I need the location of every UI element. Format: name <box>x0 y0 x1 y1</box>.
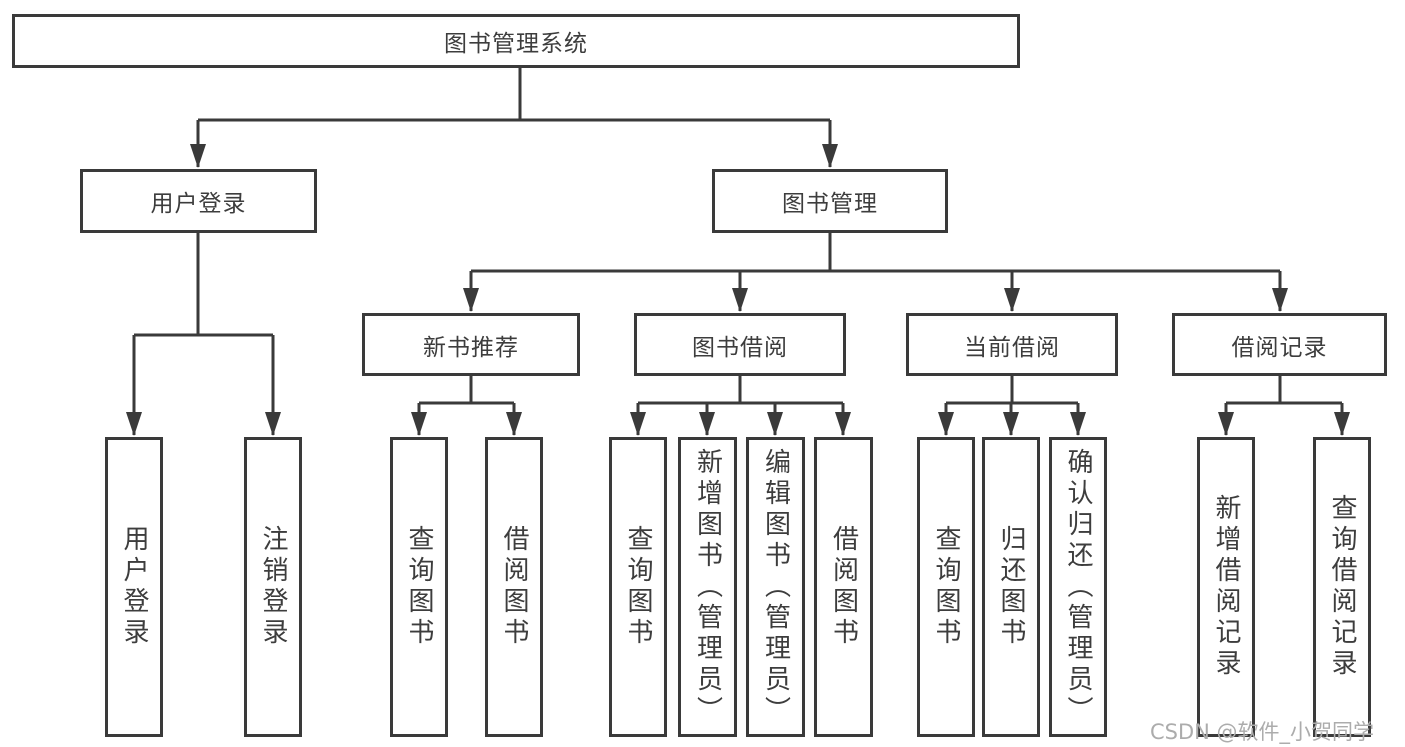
leaf-add-book-admin-label: 新增图书（管理员） <box>692 447 723 727</box>
leaf-query-books-borrow-label: 查询图书 <box>623 525 653 649</box>
node-book-management: 图书管理 <box>712 169 948 233</box>
node-library-system: 图书管理系统 <box>12 14 1020 68</box>
leaf-borrow-books-newbook-label: 借阅图书 <box>499 525 529 649</box>
leaf-return-books: 归还图书 <box>982 437 1040 737</box>
leaf-confirm-return-admin-label: 确认归还（管理员） <box>1063 447 1093 727</box>
node-book-borrow: 图书借阅 <box>634 313 846 376</box>
leaf-logout: 注销登录 <box>244 437 302 737</box>
watermark: CSDN @软件_小贺同学 <box>1150 720 1375 744</box>
node-new-book-recommend: 新书推荐 <box>362 313 580 376</box>
node-user-login: 用户登录 <box>80 169 317 233</box>
node-borrow-records: 借阅记录 <box>1172 313 1387 376</box>
leaf-logout-label: 注销登录 <box>258 525 288 649</box>
leaf-add-borrow-record-label: 新增借阅记录 <box>1211 494 1241 680</box>
leaf-user-login: 用户登录 <box>105 437 163 737</box>
leaf-edit-book-admin-label: 编辑图书（管理员） <box>760 447 791 727</box>
leaf-edit-book-admin: 编辑图书（管理员） <box>746 437 805 737</box>
leaf-borrow-books-newbook: 借阅图书 <box>485 437 543 737</box>
leaf-query-books-borrow: 查询图书 <box>609 437 667 737</box>
leaf-query-books-newbook-label: 查询图书 <box>404 525 434 649</box>
leaf-query-books-current-label: 查询图书 <box>931 525 961 649</box>
leaf-add-borrow-record: 新增借阅记录 <box>1197 437 1255 737</box>
leaf-query-books-newbook: 查询图书 <box>390 437 448 737</box>
leaf-add-book-admin: 新增图书（管理员） <box>678 437 737 737</box>
leaf-query-borrow-record: 查询借阅记录 <box>1313 437 1371 737</box>
leaf-return-books-label: 归还图书 <box>996 525 1026 649</box>
leaf-query-borrow-record-label: 查询借阅记录 <box>1327 494 1357 680</box>
leaf-borrow-books-borrow-label: 借阅图书 <box>828 525 859 649</box>
leaf-query-books-current: 查询图书 <box>917 437 975 737</box>
leaf-confirm-return-admin: 确认归还（管理员） <box>1049 437 1107 737</box>
node-current-borrow: 当前借阅 <box>906 313 1118 376</box>
leaf-user-login-label: 用户登录 <box>119 525 149 649</box>
leaf-borrow-books-borrow: 借阅图书 <box>814 437 873 737</box>
